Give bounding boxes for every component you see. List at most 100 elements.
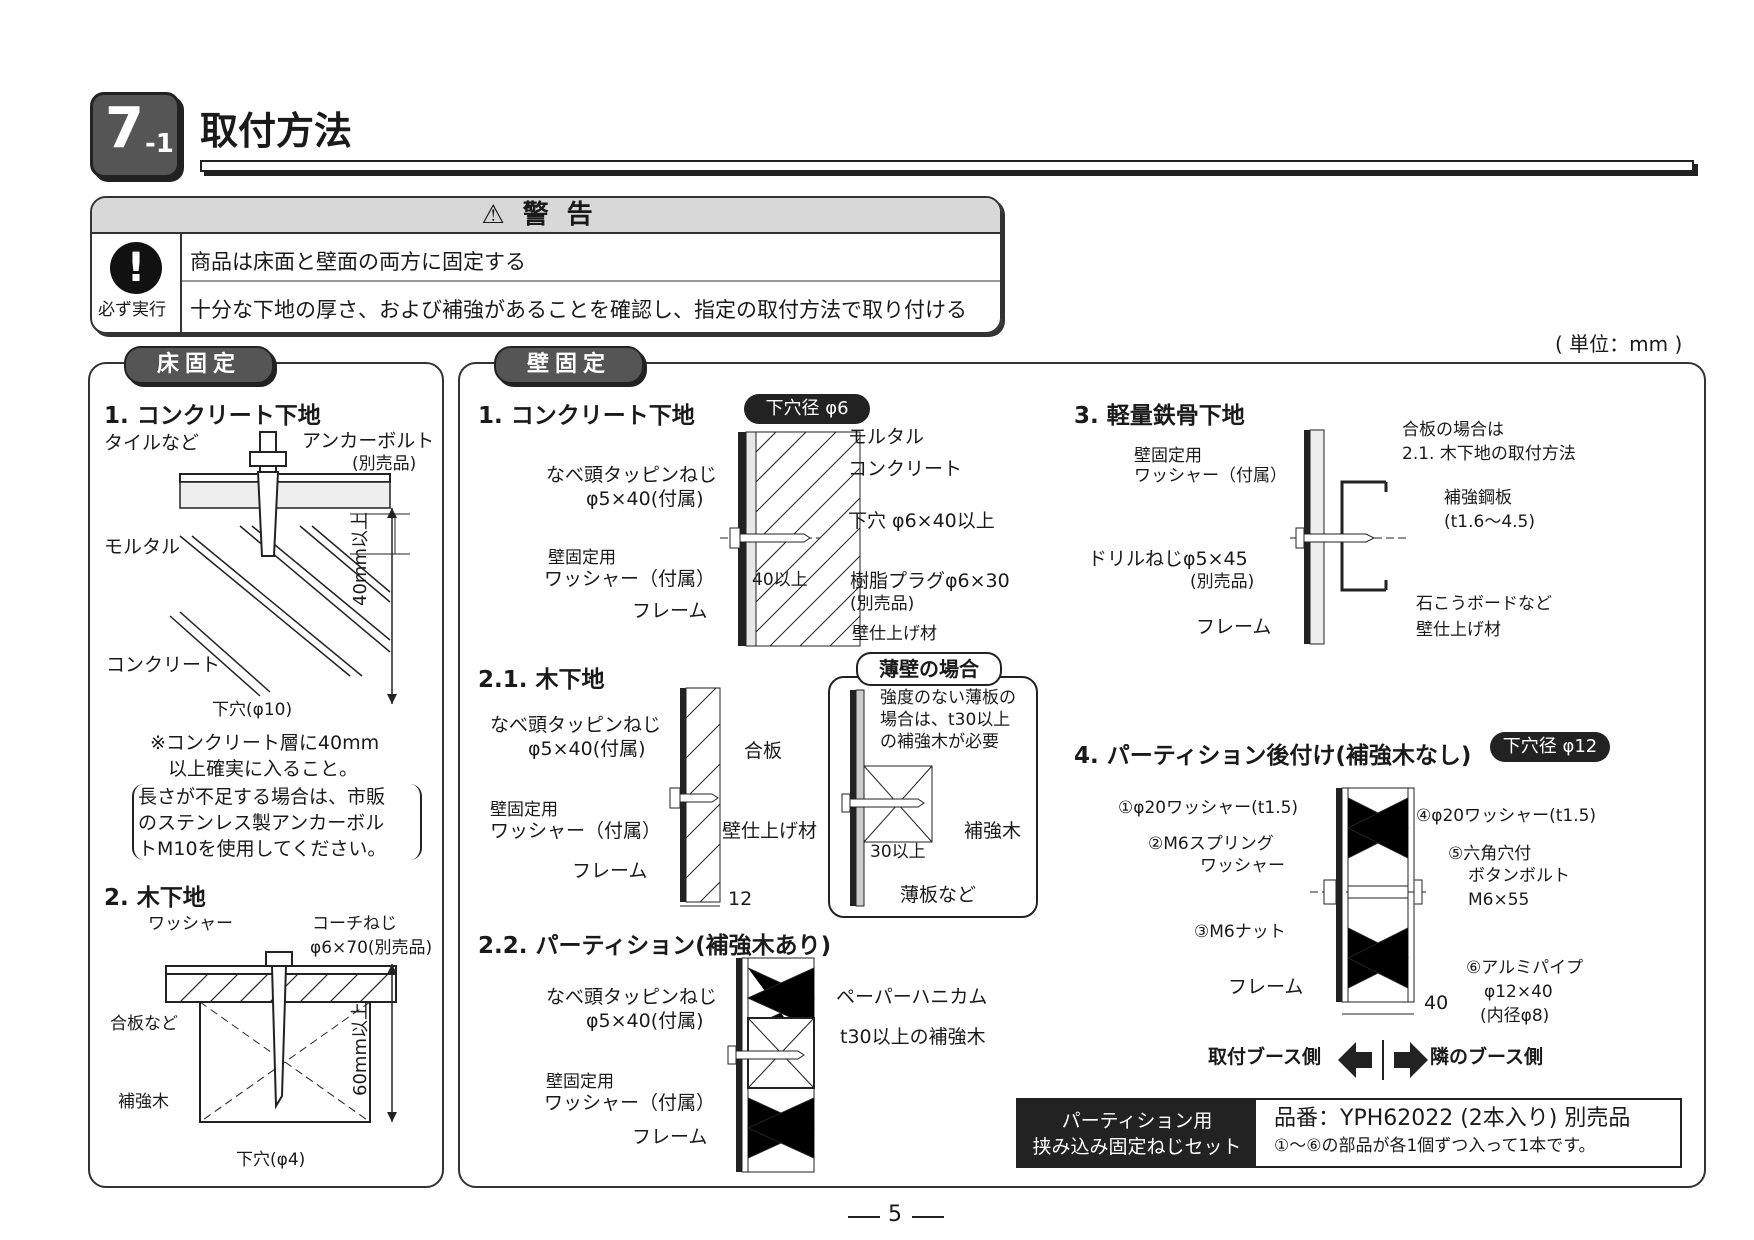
- floor-dim-40-label: 40mm以上: [350, 512, 371, 606]
- label-c3-drill-sub: (別売品): [1190, 572, 1255, 592]
- label-w21-washer: 壁固定用: [490, 800, 558, 820]
- screw-set-label: パーティション用 挟み込み固定ねじセット: [1018, 1100, 1256, 1166]
- label-install-side: 取付ブース側: [1208, 1046, 1322, 1068]
- label-c4-frame: フレーム: [1228, 976, 1304, 998]
- label-c3-washer-2: ワッシャー（付属）: [1134, 466, 1287, 486]
- pill-hole-12: 下穴径 φ12: [1490, 732, 1610, 762]
- label-thin-dim: 30以上: [870, 842, 926, 862]
- label-w22-washer-2: ワッシャー（付属）: [544, 1092, 716, 1114]
- label-coach-screw: コーチねじ: [312, 914, 397, 934]
- label-tile: タイルなど: [104, 432, 200, 454]
- label-w21-screw: なべ頭タッピンねじ: [490, 714, 662, 736]
- wall-retrofit-diagram: [1310, 787, 1430, 1015]
- label-wall-mortar: モルタル: [848, 426, 925, 448]
- label-w22-washer: 壁固定用: [546, 1072, 614, 1092]
- floor-note-5: トM10を使用してください。: [138, 838, 387, 860]
- label-c3-gypsum: 石こうボードなど: [1416, 594, 1552, 614]
- wall-concrete-diagram: [720, 431, 861, 647]
- unit-note: ( 単位：mm ): [1555, 332, 1683, 356]
- warning-heading: ⚠警告: [92, 198, 1000, 234]
- label-c1-plug-sub: (別売品): [850, 594, 915, 614]
- warning-line-2: 十分な下地の厚さ、および補強があることを確認し、指定の取付方法で取り付ける: [182, 282, 1000, 332]
- label-c1-plug: 樹脂プラグφ6×30: [850, 570, 1010, 592]
- label-part-1: ①φ20ワッシャー(t1.5): [1118, 798, 1299, 818]
- label-concrete: コンクリート: [106, 654, 221, 676]
- wall-steel-title: 3. 軽量鉄骨下地: [1074, 403, 1245, 429]
- booth-arrows-icon: [1338, 1040, 1428, 1080]
- label-w21-washer-2: ワッシャー（付属）: [490, 820, 662, 842]
- floor-concrete-diagram: [169, 431, 410, 697]
- label-thin-reinforce: 補強木: [964, 820, 1022, 842]
- label-c1-screw: なべ頭タッピンねじ: [546, 464, 718, 486]
- label-part-6: ⑥アルミパイプ: [1466, 958, 1584, 978]
- label-part-4: ④φ20ワッシャー(t1.5): [1416, 806, 1597, 826]
- warning-text-2: 十分な下地の厚さ、および補強があることを確認し、指定の取付方法で取り付ける: [190, 298, 967, 322]
- floor-note-3: 長さが不足する場合は、市販: [138, 786, 386, 808]
- screw-set-part-number: 品番：YPH62022 (2本入り) 別売品: [1274, 1106, 1631, 1131]
- label-anchor-bolt: アンカーボルト: [302, 430, 435, 452]
- screw-set-label-2: 挟み込み固定ねじセット: [1032, 1136, 1242, 1158]
- must-do-label: 必ず実行: [98, 300, 166, 320]
- label-c1-hole: 下穴 φ6×40以上: [848, 510, 995, 532]
- section-badge: 7 -1: [90, 92, 180, 178]
- page-number-dash-left: [848, 1216, 880, 1218]
- page-title: 取付方法: [200, 109, 353, 153]
- page-number-dash-right: [912, 1216, 944, 1218]
- title-rule: [200, 160, 1694, 172]
- label-c3-frame: フレーム: [1196, 616, 1272, 638]
- pill-hole-6: 下穴径 φ6: [744, 394, 870, 424]
- thin-wall-title: 薄壁の場合: [856, 652, 1002, 686]
- label-part-5: ⑤六角穴付: [1448, 844, 1532, 864]
- wall-steel-diagram: [1290, 429, 1410, 645]
- floor-note-bracket: [132, 784, 422, 860]
- label-part-3: ③M6ナット: [1194, 922, 1286, 942]
- label-part-6b: φ12×40: [1484, 982, 1553, 1002]
- label-thin-board: 薄板など: [900, 884, 977, 906]
- wall-panel: [458, 362, 1706, 1188]
- label-c3-drill: ドリルねじφ5×45: [1088, 548, 1248, 570]
- label-mortar: モルタル: [104, 536, 181, 558]
- thin-wall-diagram: [841, 689, 933, 907]
- label-neighbor-side: 隣のブース側: [1430, 1046, 1544, 1068]
- wall-retrofit-title: 4. パーティション後付け(補強木なし): [1074, 743, 1472, 769]
- label-part-5b: ボタンボルト: [1468, 866, 1570, 886]
- label-w21-finish: 壁仕上げ材: [722, 820, 818, 842]
- label-w21-plywood: 合板: [744, 740, 783, 762]
- label-c3-washer: 壁固定用: [1134, 446, 1202, 466]
- label-w22-frame: フレーム: [632, 1126, 708, 1148]
- label-part-2b: ワッシャー: [1200, 856, 1285, 876]
- floor-concrete-title: 1. コンクリート下地: [104, 403, 321, 429]
- thin-note-3: の補強木が必要: [880, 732, 999, 752]
- label-reinforce-wood: 補強木: [118, 1092, 169, 1112]
- thin-note-2: 場合は、t30以上: [880, 710, 1011, 730]
- label-c1-washer: 壁固定用: [548, 548, 616, 568]
- label-c3-ply-2: 2.1. 木下地の取付方法: [1402, 444, 1576, 464]
- label-honeycomb: ペーパーハニカム: [836, 986, 988, 1008]
- floor-dim-60-label: 60mm以上: [350, 1002, 371, 1096]
- floor-note-2: 以上確実に入ること。: [168, 758, 359, 780]
- wall-tab: 壁固定: [494, 346, 644, 384]
- section-number: 7: [105, 96, 144, 161]
- floor-wood-diagram: [165, 951, 397, 1123]
- warning-text-1: 商品は床面と壁面の両方に固定する: [190, 250, 526, 274]
- floor-note-4: のステンレス製アンカーボル: [138, 812, 385, 834]
- warning-line-1: 商品は床面と壁面の両方に固定する: [182, 234, 1000, 282]
- screw-set-box: パーティション用 挟み込み固定ねじセット 品番：YPH62022 (2本入り) …: [1016, 1098, 1682, 1168]
- label-c1-finish: 壁仕上げ材: [852, 624, 937, 644]
- label-hole-4: 下穴(φ4): [236, 1150, 306, 1170]
- floor-tab: 床固定: [124, 346, 274, 384]
- screw-set-label-1: パーティション用: [1061, 1110, 1213, 1132]
- screw-set-note: ①〜⑥の部品が各1個ずつ入って1本です。: [1274, 1136, 1596, 1156]
- floor-dim-60: [387, 964, 397, 1122]
- label-w22-screw-size: φ5×40(付属): [586, 1010, 704, 1032]
- wall-partition-diagram: [727, 957, 816, 1173]
- wall-wood-diagram: [669, 687, 721, 907]
- label-c3-finish: 壁仕上げ材: [1416, 620, 1501, 640]
- label-part-6c: (内径φ8): [1480, 1006, 1550, 1026]
- label-c3-steel: 補強鋼板: [1444, 488, 1512, 508]
- label-w22-reinforce: t30以上の補強木: [840, 1026, 986, 1048]
- exclamation-icon: !: [110, 242, 162, 294]
- wall-concrete-title: 1. コンクリート下地: [478, 403, 695, 429]
- label-c1-frame: フレーム: [632, 600, 708, 622]
- warning-icon-cell: ! 必ず実行: [92, 234, 182, 332]
